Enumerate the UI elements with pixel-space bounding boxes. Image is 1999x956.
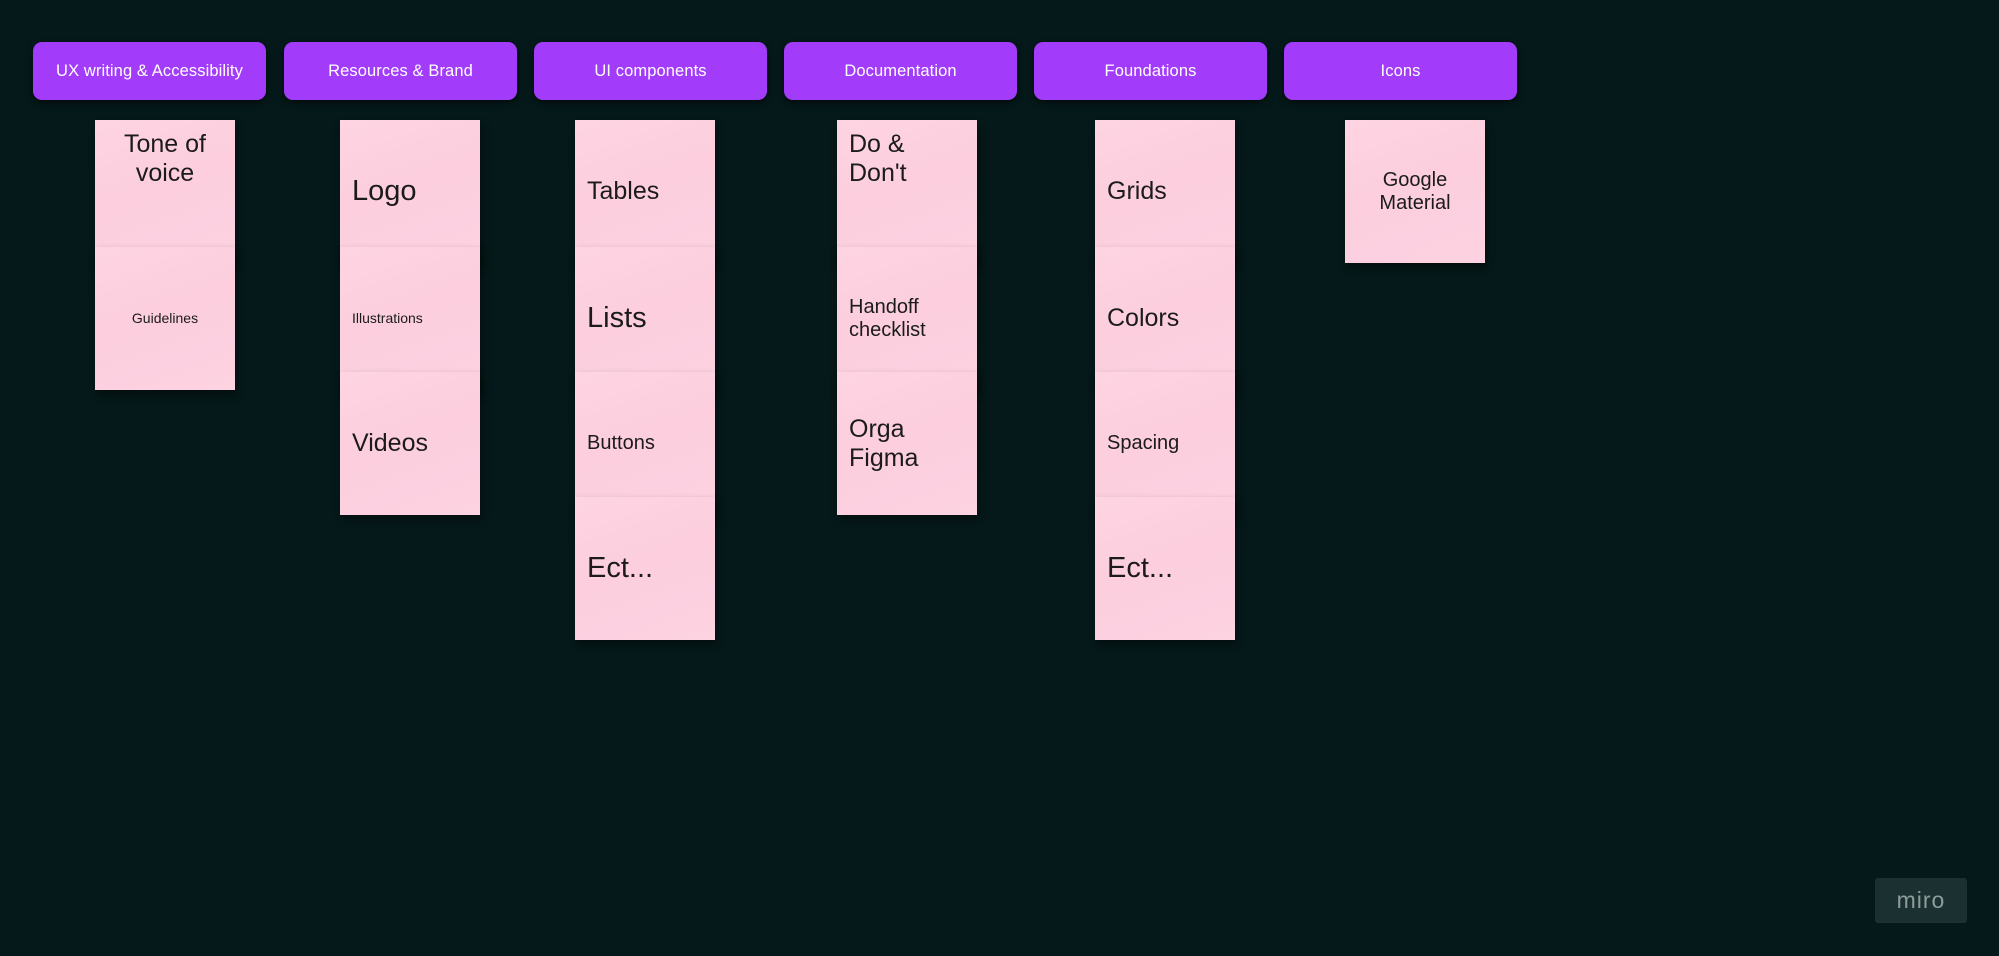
sticky-note-label: Ect... (587, 551, 654, 584)
sticky-note[interactable]: Tables (575, 120, 715, 263)
sticky-note[interactable]: Guidelines (95, 247, 235, 390)
sticky-note-label: Illustrations (352, 309, 423, 326)
miro-watermark: miro (1875, 878, 1967, 923)
sticky-note-label: Google Material (1379, 168, 1451, 214)
sticky-note-label: Ect... (1107, 551, 1174, 584)
miro-watermark-label: miro (1896, 887, 1946, 913)
sticky-note[interactable]: Google Material (1345, 120, 1485, 263)
sticky-note-label: Lists (587, 301, 647, 334)
sticky-note[interactable]: Logo (340, 120, 480, 263)
column-header-label: Foundations (1104, 61, 1197, 80)
sticky-note[interactable]: Handoff checklist (837, 247, 977, 390)
sticky-note[interactable]: Ect... (1095, 497, 1235, 640)
column-header-label: Icons (1380, 61, 1421, 80)
sticky-note[interactable]: Do & Don't (837, 120, 977, 263)
sticky-note-label: Grids (1107, 177, 1167, 206)
sticky-note-label: Colors (1107, 304, 1180, 333)
sticky-note[interactable]: Spacing (1095, 372, 1235, 515)
sticky-note[interactable]: Colors (1095, 247, 1235, 390)
sticky-note[interactable]: Ect... (575, 497, 715, 640)
column-header-0[interactable]: UX writing & Accessibility (33, 42, 266, 100)
column-header-4[interactable]: Foundations (1034, 42, 1267, 100)
column-header-label: Resources & Brand (328, 61, 473, 80)
sticky-note-label: Guidelines (131, 309, 199, 326)
sticky-note-label: Handoff checklist (849, 295, 926, 341)
column-header-3[interactable]: Documentation (784, 42, 1017, 100)
column-header-label: Documentation (844, 61, 957, 80)
column-header-label: UX writing & Accessibility (56, 61, 243, 80)
column-header-1[interactable]: Resources & Brand (284, 42, 517, 100)
sticky-note[interactable]: Tone of voice (95, 120, 235, 263)
column-header-2[interactable]: UI components (534, 42, 767, 100)
sticky-note-label: Videos (352, 429, 428, 458)
sticky-note[interactable]: Lists (575, 247, 715, 390)
sticky-note[interactable]: Videos (340, 372, 480, 515)
sticky-note-label: Tone of voice (123, 130, 206, 187)
sticky-note-label: Do & Don't (849, 130, 907, 187)
sticky-note[interactable]: Grids (1095, 120, 1235, 263)
sticky-note[interactable]: Buttons (575, 372, 715, 515)
sticky-note-label: Orga Figma (849, 415, 919, 472)
sticky-note[interactable]: Illustrations (340, 247, 480, 390)
column-header-label: UI components (594, 61, 707, 80)
sticky-note-label: Spacing (1107, 432, 1180, 455)
column-header-5[interactable]: Icons (1284, 42, 1517, 100)
sticky-note-label: Tables (587, 177, 660, 206)
sticky-note-label: Logo (352, 174, 417, 207)
sticky-note-label: Buttons (587, 432, 655, 455)
sticky-note[interactable]: Orga Figma (837, 372, 977, 515)
